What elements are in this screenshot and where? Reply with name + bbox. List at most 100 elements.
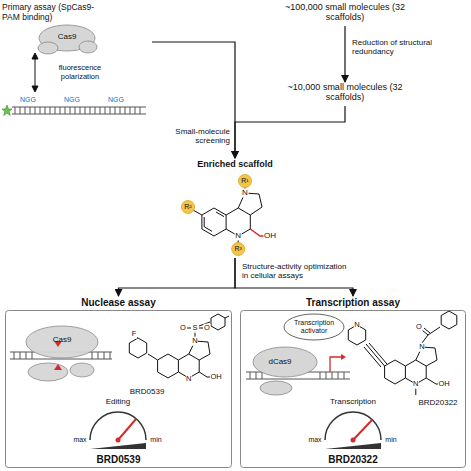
label: R¹ <box>241 177 248 185</box>
label: min <box>385 436 396 444</box>
fp-arrow <box>32 53 38 59</box>
nuclease-illustration <box>26 326 98 358</box>
label: Editing <box>106 397 130 406</box>
r-group-circles <box>239 175 252 188</box>
brd20322-structure <box>428 327 440 335</box>
editing-gauge <box>90 412 146 440</box>
dna-top <box>15 107 140 114</box>
brd20322-structure <box>424 328 430 333</box>
node-title: Enriched scaffold <box>180 159 290 169</box>
label: O <box>416 323 423 332</box>
panel-frames <box>6 311 232 468</box>
brd0539-structure <box>148 354 158 360</box>
r-group-circles <box>182 175 252 256</box>
label: fluorescence polarization <box>44 64 116 81</box>
transcription-gauge <box>325 443 381 449</box>
label: NGG <box>20 96 36 104</box>
brd20322-structure <box>369 343 387 364</box>
nuclease-illustration <box>54 364 62 370</box>
brd20322-structure <box>364 347 381 367</box>
assay-panel: Nuclease assayBRD0539 <box>5 296 232 468</box>
brd20322-structure <box>385 360 406 384</box>
brd0539-structure <box>211 314 225 330</box>
label: O <box>204 324 211 333</box>
compound-name: BRD20322 <box>240 454 466 466</box>
scaffold-structure <box>250 229 264 236</box>
dna-top <box>12 107 146 114</box>
cas9-top <box>38 42 58 54</box>
label: OH <box>210 373 222 382</box>
brd0539-structure <box>129 314 229 378</box>
brd0539-structure <box>199 372 210 377</box>
label: BRD20322 <box>418 398 457 407</box>
scaffold-structure <box>202 208 226 236</box>
label: BRD0539 <box>130 387 165 396</box>
editing-gauge <box>90 412 146 449</box>
transcription-gauge <box>351 438 356 443</box>
node-title: ~100,000 small molecules (32 scaffolds) <box>285 2 405 23</box>
label: OH <box>438 380 450 389</box>
label: N <box>242 188 249 197</box>
transcription-illustration <box>246 314 350 395</box>
transcription-gauge <box>353 420 372 440</box>
label: N <box>354 321 360 330</box>
brd0539-structure <box>158 354 179 378</box>
brd20322-structure <box>415 388 416 395</box>
label: N <box>413 380 419 389</box>
label: O <box>180 324 187 333</box>
fp-arrow <box>35 57 36 88</box>
label: R³ <box>234 245 241 253</box>
transcription-illustration <box>253 347 317 395</box>
label: N <box>235 231 242 240</box>
transcription-illustration <box>253 347 317 377</box>
brd0539-structure <box>199 328 203 329</box>
label: R² <box>184 203 191 211</box>
brd20322-structure <box>366 344 385 366</box>
label: max <box>308 436 321 444</box>
transcription-illustration <box>284 314 344 340</box>
label: NGG <box>108 96 124 104</box>
cas9-top <box>38 25 97 54</box>
node-title: Transcription assay <box>240 297 466 309</box>
transcription-illustration <box>330 357 342 372</box>
label: N <box>186 375 192 384</box>
r-group-circles <box>232 243 245 256</box>
transcription-gauge <box>325 412 381 440</box>
transcription-illustration <box>260 381 292 395</box>
label: dCas9 <box>268 357 291 366</box>
transcription-gauge <box>325 412 381 449</box>
label: Transcription <box>330 397 376 406</box>
editing-gauge <box>118 419 136 440</box>
label: max <box>73 436 86 444</box>
node-title: Primary assay (SpCas9-PAM binding) <box>2 3 102 23</box>
r-group-circles <box>182 201 195 214</box>
step-node: Enriched scaffold <box>180 158 290 258</box>
flow-arrow <box>235 258 353 296</box>
edge-label: Small-molecule screening <box>146 127 230 145</box>
cas9-top <box>79 41 97 53</box>
brd20322-structure <box>441 311 457 329</box>
edge-label: Reduction of structural redundancy <box>352 38 440 56</box>
flow-arrow <box>235 106 345 158</box>
scaffold-structure <box>193 210 202 215</box>
brd0539-structure <box>129 338 146 358</box>
brd20322-structure <box>426 378 438 384</box>
brd0539-structure <box>187 328 191 329</box>
label: S <box>192 324 198 333</box>
fluorophore-star <box>2 105 12 116</box>
flow-arrow <box>344 26 345 82</box>
transcription-illustration <box>341 354 346 360</box>
panel-frames <box>241 311 466 468</box>
editing-gauge <box>90 443 146 449</box>
label: N <box>419 343 425 352</box>
node-title: Nuclease assay <box>5 297 232 309</box>
label: Transcription activator <box>289 319 339 335</box>
fp-arrow <box>32 53 38 92</box>
node-title: ~10,000 small molecules (32 scaffolds) <box>285 82 405 103</box>
scaffold-structure <box>193 187 264 243</box>
nuclease-illustration <box>28 363 68 381</box>
fp-arrow <box>32 86 38 92</box>
compound-name: BRD0539 <box>5 454 232 466</box>
brd20322-structure <box>348 311 457 395</box>
